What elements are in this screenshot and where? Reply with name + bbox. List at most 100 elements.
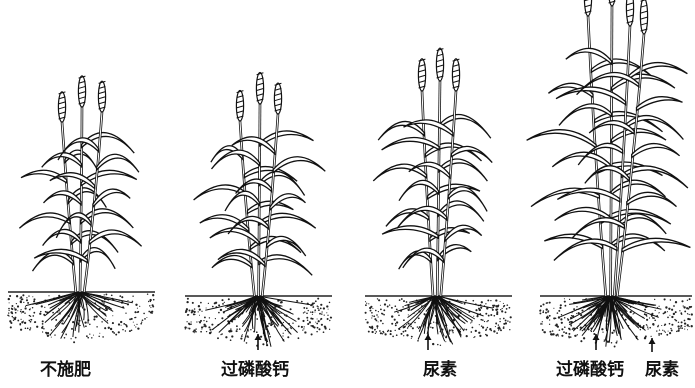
soil-dot [564,326,566,328]
soil-dot [555,325,556,326]
soil-dot [14,307,15,308]
soil-dot [644,309,646,311]
soil-dot [320,304,322,306]
soil-dot [689,298,691,300]
soil-dot [403,300,405,302]
soil-dot [153,299,155,301]
soil-dot [676,331,678,333]
soil-dot [103,302,105,304]
soil-dot [657,307,658,308]
soil-dot [314,309,316,311]
soil-dot [30,327,32,329]
soil-dot [395,330,396,331]
soil-dot [646,316,647,317]
soil-dot [493,330,495,332]
soil-dot [365,304,367,306]
soil-dot [376,314,378,316]
soil-dot [189,328,191,330]
soil-dot [95,315,97,317]
soil-dot [217,337,219,339]
soil-dot [195,328,196,329]
soil-dot [43,328,45,330]
soil-dot [8,312,9,313]
soil-dot [31,319,33,321]
soil-dot [212,306,214,308]
soil-dot [240,338,242,340]
soil-dot [112,322,114,324]
soil-dot [671,309,673,311]
soil-dot [94,316,96,318]
soil-dot [680,327,681,328]
soil-dot [564,305,566,307]
soil-dot [404,320,405,321]
soil-dot [499,318,500,319]
soil-dot [671,316,673,318]
soil-dot [557,312,559,314]
soil-dot [91,337,92,338]
soil-dot [403,331,405,333]
soil-dot [666,334,668,336]
soil-dot [209,332,211,334]
soil-dot [366,321,368,323]
soil-dot [134,311,136,313]
soil-dot [302,330,303,331]
soil-dot [14,308,16,310]
soil-dot [73,341,75,343]
soil-dot [684,329,685,330]
soil-dot [662,330,663,331]
soil-dot [558,316,560,318]
soil-dot [137,312,138,313]
soil-dot [679,310,680,311]
wheat-stem [34,81,141,292]
soil-dot [378,311,379,312]
soil-dot [378,321,379,322]
soil-dot [24,312,26,314]
soil-dot [230,328,231,329]
soil-dot [211,324,213,326]
soil-dot [382,323,384,325]
soil-dot [541,323,542,324]
soil-dot [96,326,97,327]
soil-dot [389,304,390,305]
soil-dot [101,321,102,322]
soil-dot [250,329,251,330]
plant-panel-1 [7,76,155,343]
soil-dot [193,311,195,313]
soil-dot [406,324,407,325]
soil-dot [377,298,378,299]
soil-dot [317,327,319,329]
soil-dot [406,334,408,336]
soil-dot [687,313,688,314]
soil-dot [131,318,133,320]
soil-dot [383,314,385,316]
soil-dot [396,321,398,323]
soil-dot [221,299,223,301]
soil-dot [675,301,677,303]
soil-dot [17,320,19,322]
soil-dot [86,335,88,337]
soil-dot [391,307,393,309]
soil-dot [379,330,381,332]
soil-dot [330,317,332,319]
soil-dot [507,305,508,306]
soil-dot [125,330,126,331]
soil-dot [312,302,314,304]
soil-dot [593,333,595,335]
soil-dot [102,336,104,338]
soil-dot [129,330,131,332]
soil-dot [384,333,386,335]
soil-dot [19,297,20,298]
soil-dot [491,330,492,331]
soil-dot [479,309,481,311]
soil-dot [10,322,12,324]
soil-dot [495,305,497,307]
soil-dot [539,310,541,312]
soil-dot [408,323,410,325]
soil-dot [184,326,186,328]
soil-dot [403,335,404,336]
soil-dot [390,333,392,335]
soil-dot [498,324,499,325]
soil-dot [199,309,201,311]
soil-dot [449,329,451,331]
